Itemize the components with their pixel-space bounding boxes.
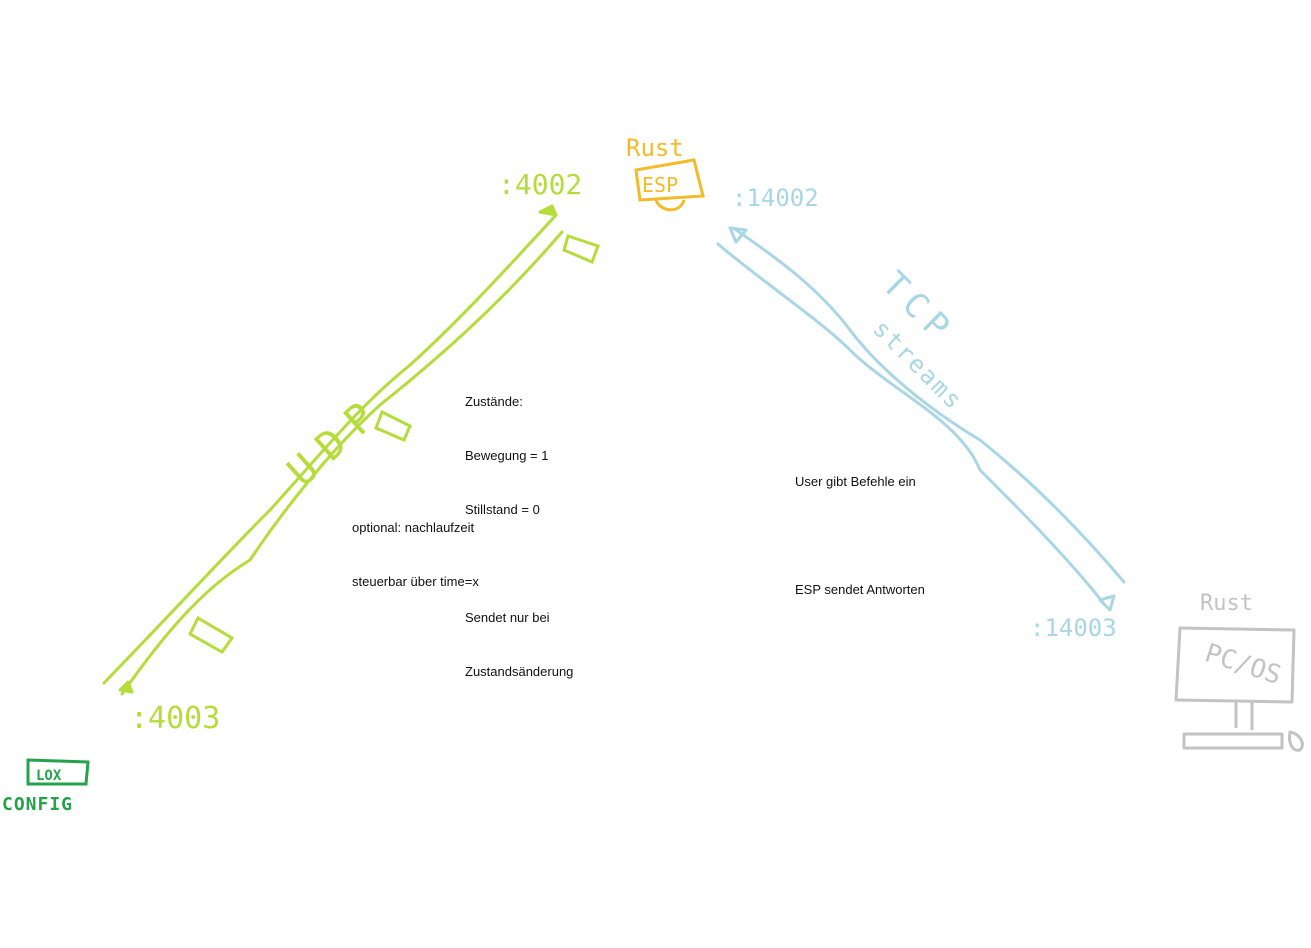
udp-note-line: Sendet nur bei [465,610,550,625]
udp-port-esp: :4002 [498,168,582,201]
udp-packet-3 [188,615,235,654]
udp-link [102,204,564,696]
monitor-icon [1174,626,1296,704]
pc-lang-label: Rust [1200,591,1253,616]
esp-label: ESP [642,173,678,197]
tcp-port-esp: :14002 [732,184,819,212]
lox-node: LOX CONFIG [2,758,90,815]
udp-port-lox: :4003 [130,701,220,736]
optional-notes: optional: nachlaufzeit steuerbar über ti… [352,483,479,609]
lox-label: LOX [36,768,62,784]
udp-note-line: Bewegung = 1 [465,448,549,463]
udp-label: UDP [279,385,395,496]
pc-node: Rust PC/OS [1174,591,1304,752]
lox-box-icon [26,758,90,786]
tcp-port-pc: :14003 [1030,614,1117,642]
udp-note-line [465,555,573,573]
udp-note-line: Stillstand = 0 [465,502,540,517]
udp-packet-1 [562,234,600,264]
esp-antenna-icon [654,199,686,212]
keyboard-icon [1182,732,1284,750]
udp-packets [188,234,600,654]
tcp-note-line: User gibt Befehle ein [795,474,916,489]
optional-note-line: steuerbar über time=x [352,574,479,589]
tcp-note-line [795,527,925,545]
lox-config-label: CONFIG [2,794,73,815]
esp-node: Rust ESP [626,134,705,212]
pc-label: PC/OS [1201,638,1285,691]
tcp-note-line: ESP sendet Antworten [795,582,925,597]
tcp-link [716,226,1126,612]
optional-note-line: optional: nachlaufzeit [352,520,475,535]
tcp-notes: User gibt Befehle ein ESP sendet Antwort… [795,437,925,617]
esp-board-icon [634,158,705,202]
monitor-stand-icon [1234,702,1254,730]
esp-lang-label: Rust [626,134,684,162]
udp-packet-2 [374,409,412,442]
mouse-icon [1288,730,1304,752]
udp-notes: Zustände: Bewegung = 1 Stillstand = 0 Se… [465,357,573,699]
udp-note-line: Zustände: [465,394,523,409]
udp-note-line: Zustandsänderung [465,664,574,679]
